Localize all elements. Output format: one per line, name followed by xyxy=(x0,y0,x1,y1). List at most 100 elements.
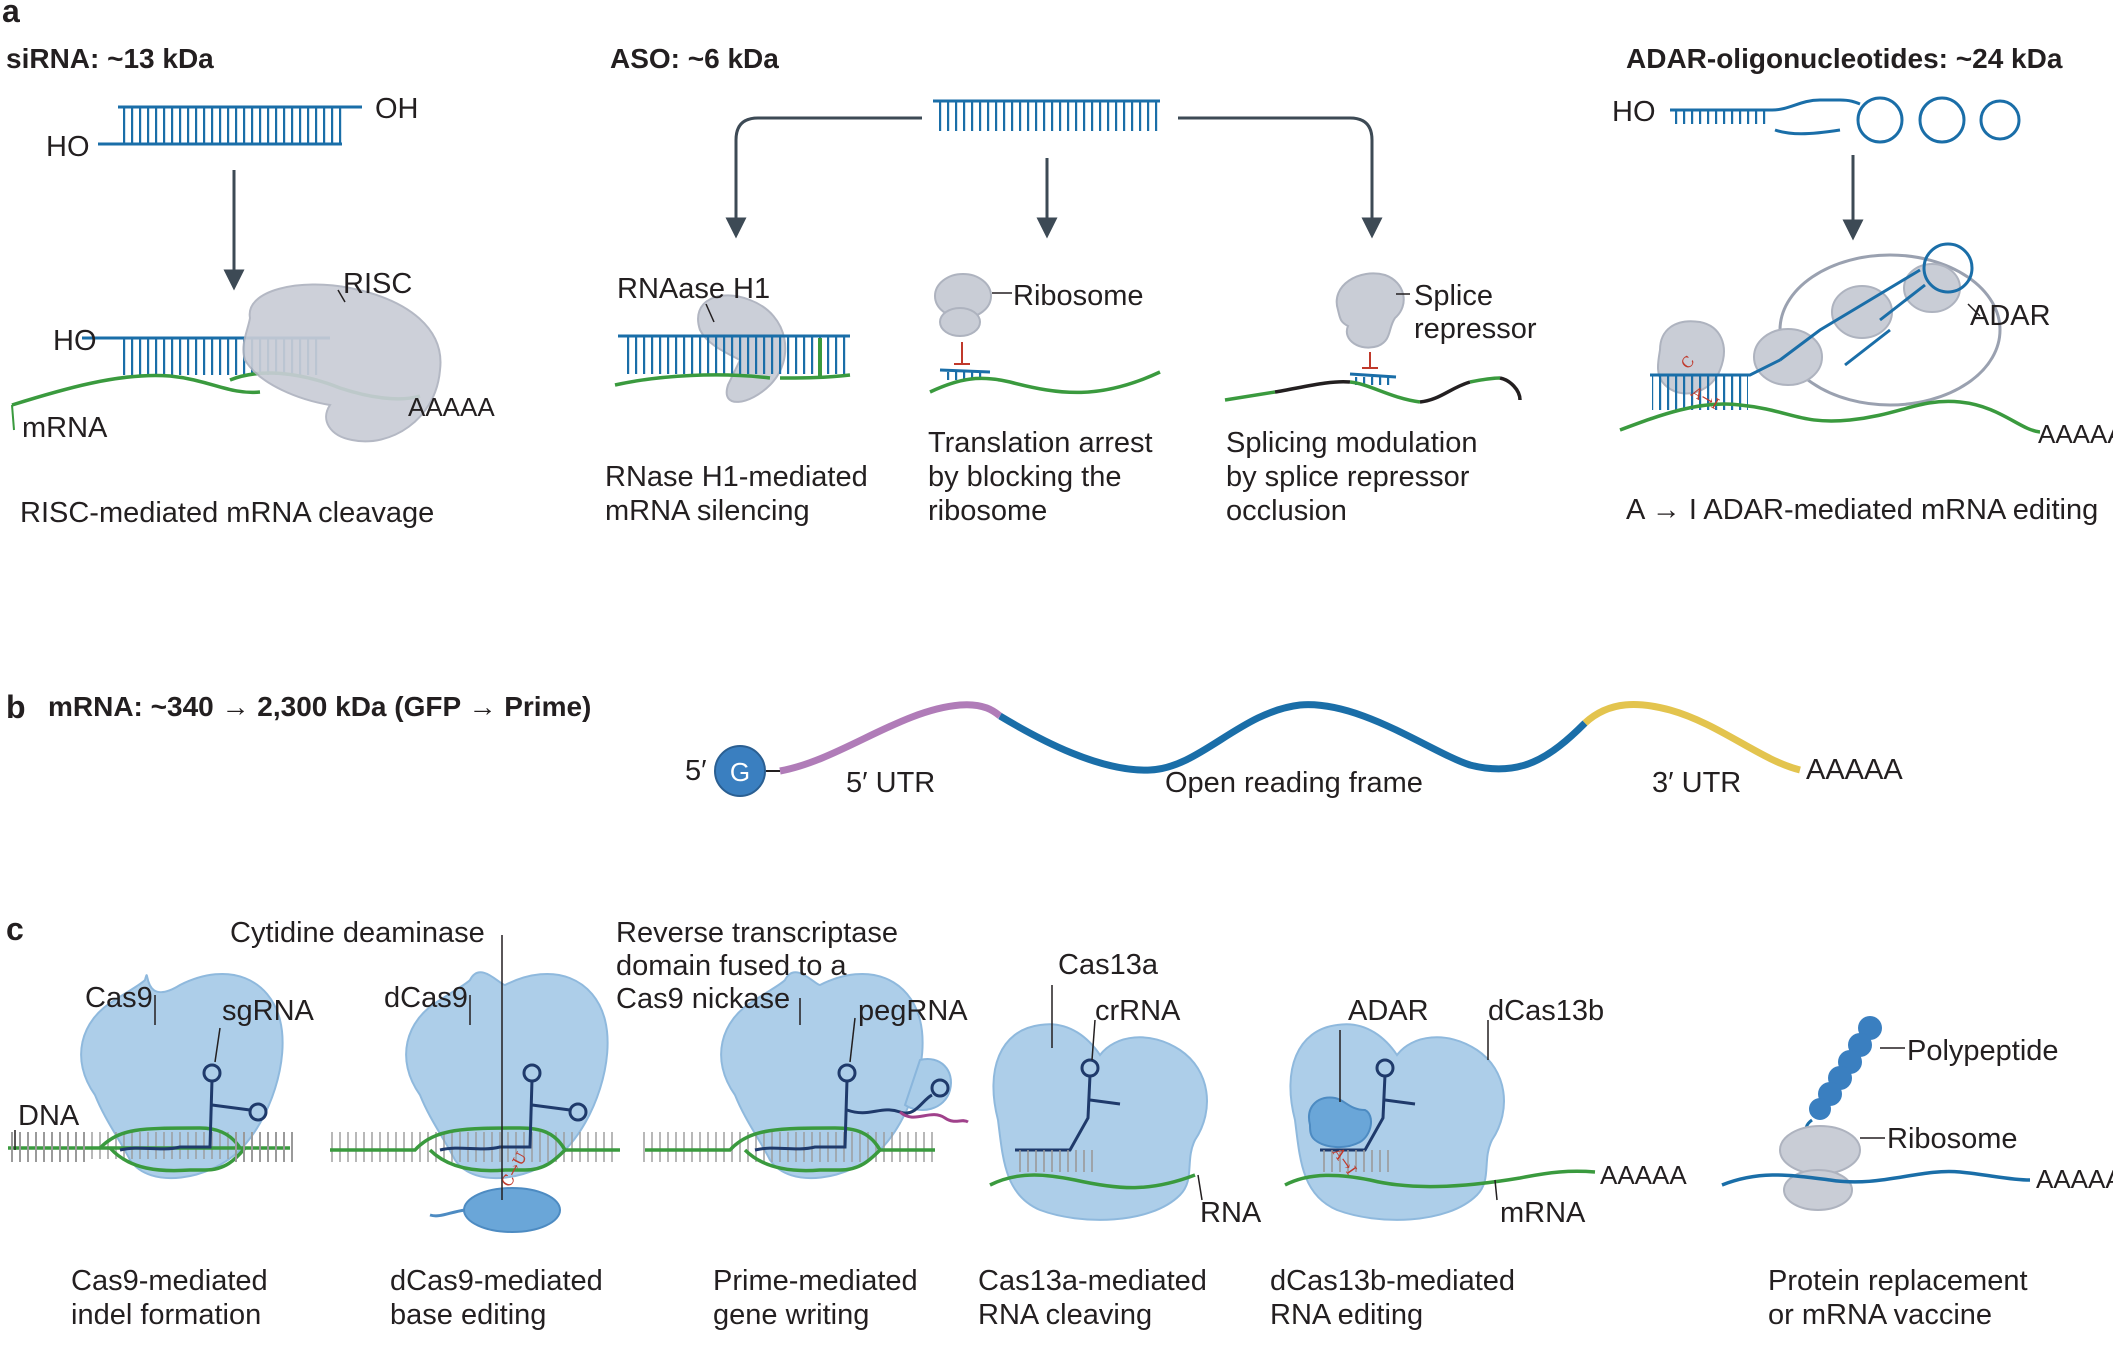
crrna-label: crRNA xyxy=(1095,995,1181,1027)
ribo-caption-3: ribosome xyxy=(928,495,1047,527)
utr3-segment xyxy=(1582,700,1801,774)
sirna-mrna-label: mRNA xyxy=(22,412,108,444)
rnase-caption-2: mRNA silencing xyxy=(605,495,810,527)
mrna-cap-letter: G xyxy=(730,757,750,787)
ribosome-caption-1: Protein replacement xyxy=(1768,1265,2028,1297)
cas13a-caption-2: RNA cleaving xyxy=(978,1299,1152,1331)
dcas9-caption-1: dCas9-mediated xyxy=(390,1265,603,1297)
cas13a-label: Cas13a xyxy=(1058,949,1159,981)
dcas13b-target-label: mRNA xyxy=(1500,1197,1586,1229)
mrna-5prime-label: 5′ xyxy=(685,755,707,787)
prime-caption-1: Prime-mediated xyxy=(713,1265,918,1297)
rnase-mechanism xyxy=(614,294,851,403)
adar-mrna-strand xyxy=(1619,399,2041,434)
cas9-caption-1: Cas9-mediated xyxy=(71,1265,268,1297)
sirna-section: siRNA: ~13 kDa OH HO HO RISC mRNA AAAAA … xyxy=(6,43,495,529)
adar-oligo-structure xyxy=(1670,96,2021,144)
aso-oligo xyxy=(933,99,1160,131)
panel-c-letter: c xyxy=(6,911,24,947)
ribosome-translation-section: Polypeptide Ribosome AAAAA Protein repla… xyxy=(1721,1016,2113,1331)
cas9-caption-2: indel formation xyxy=(71,1299,261,1331)
splice-label-2: repressor xyxy=(1414,313,1537,345)
adar-oligo-section: ADAR-oligonucleotides: ~24 kDa HO C A xyxy=(1612,43,2113,526)
panel-b: b mRNA: ~340 → 2,300 kDa (GFP → Prime) 5… xyxy=(6,689,1903,799)
dcas13b-caption-2: RNA editing xyxy=(1270,1299,1423,1331)
splice-caption-1: Splicing modulation xyxy=(1226,427,1477,459)
deaminase-label: Cytidine deaminase xyxy=(230,917,485,949)
panel-a-letter: a xyxy=(2,0,20,29)
adar-protein-4 xyxy=(1903,263,1961,313)
dcas13b-adar-domain xyxy=(1308,1096,1372,1148)
cas9-section: Cas9 sgRNA DNA Cas9-mediated indel forma… xyxy=(8,973,315,1331)
splice-label-1: Splice xyxy=(1414,280,1493,312)
prime-rt-label-3: Cas9 nickase xyxy=(616,983,790,1015)
cas13a-target-label: RNA xyxy=(1200,1197,1262,1229)
mrna-polya-label: AAAAA xyxy=(1806,754,1903,786)
splice-caption-3: occlusion xyxy=(1226,495,1347,527)
adar-polya-label: AAAAA xyxy=(2038,419,2113,449)
pegrna-label: pegRNA xyxy=(858,995,968,1027)
polypeptide-chain xyxy=(1804,1016,1882,1136)
splice-mechanism xyxy=(1224,272,1522,404)
orf-segment xyxy=(998,701,1588,774)
pegrna-extension xyxy=(899,1110,969,1124)
cas13a-section: Cas13a crRNA RNA Cas13a-mediated RNA cle… xyxy=(978,949,1262,1331)
cas9-sgrna xyxy=(119,1079,214,1152)
mrna-cap xyxy=(714,745,766,797)
dcas9-label: dCas9 xyxy=(384,982,468,1014)
adar-oligo-ho-label: HO xyxy=(1612,96,1656,128)
sirna-caption: RISC-mediated mRNA cleavage xyxy=(20,497,434,529)
dcas13b-label: dCas13b xyxy=(1488,995,1604,1027)
sirna-oh-label: OH xyxy=(375,93,419,125)
dcas9-protein xyxy=(405,971,609,1180)
translated-mrna xyxy=(1721,1169,2031,1187)
cas9-label: Cas9 xyxy=(85,982,153,1014)
dna-label: DNA xyxy=(18,1100,80,1132)
ribosome-label: Ribosome xyxy=(1013,280,1144,312)
sirna-ho-label: HO xyxy=(46,131,90,163)
polypeptide-label: Polypeptide xyxy=(1907,1035,2059,1067)
risc-protein xyxy=(242,283,442,443)
sirna-risc-complex xyxy=(11,283,442,443)
dcas9-caption-2: base editing xyxy=(390,1299,546,1331)
sirna-ho2-label: HO xyxy=(53,325,97,357)
translation-polya-label: AAAAA xyxy=(2036,1164,2113,1194)
prime-caption-2: gene writing xyxy=(713,1299,869,1331)
sirna-duplex xyxy=(98,105,362,146)
adar-caption: A → I ADAR-mediated mRNA editing xyxy=(1626,494,2098,526)
aso-section: ASO: ~6 kDa RNAase H1 RNase H1-mediated … xyxy=(605,43,1537,527)
dcas13b-polya-label: AAAAA xyxy=(1600,1160,1687,1190)
sgrna-label: sgRNA xyxy=(222,995,315,1027)
aso-arrow-left xyxy=(725,116,922,239)
translation-ribosome-label: Ribosome xyxy=(1887,1123,2018,1155)
ribosome-large-subunit xyxy=(1779,1125,1861,1175)
adar-editing-complex xyxy=(1619,242,2041,434)
aso-arrow-right xyxy=(1178,116,1383,239)
cas13a-protein xyxy=(992,1023,1208,1221)
prime-rt-label-2: domain fused to a xyxy=(616,950,847,982)
panel-b-title: mRNA: ~340 → 2,300 kDa (GFP → Prime) xyxy=(48,691,591,722)
cas13a-caption-1: Cas13a-mediated xyxy=(978,1265,1207,1297)
adar-oligo-title: ADAR-oligonucleotides: ~24 kDa xyxy=(1626,43,2063,74)
dcas9-section: C→U dCas9 Cytidine deaminase dCas9-media… xyxy=(230,917,620,1331)
aso-title: ASO: ~6 kDa xyxy=(610,43,779,74)
adar-label: ADAR xyxy=(1970,300,2051,332)
prime-editor-protein xyxy=(720,971,924,1180)
orf-label: Open reading frame xyxy=(1165,767,1423,799)
dcas13b-section: A→I ADAR dCas13b mRNA AAAAA dCas13b-medi… xyxy=(1270,995,1687,1331)
dcas13b-adar-label: ADAR xyxy=(1348,995,1429,1027)
risc-label: RISC xyxy=(343,268,412,300)
sirna-title: siRNA: ~13 kDa xyxy=(6,43,214,74)
ribo-caption-1: Translation arrest xyxy=(928,427,1153,459)
ribosome-caption-2: or mRNA vaccine xyxy=(1768,1299,1992,1331)
utr3-label: 3′ UTR xyxy=(1652,767,1741,799)
prime-section: Reverse transcriptase domain fused to a … xyxy=(616,917,969,1331)
sirna-mrna-strand xyxy=(11,373,261,407)
splice-repressor-protein xyxy=(1335,272,1405,349)
ribosome-block-mechanism xyxy=(929,273,1161,395)
rnase-label: RNAase H1 xyxy=(617,273,770,305)
dcas13b-caption-1: dCas13b-mediated xyxy=(1270,1265,1515,1297)
prime-rt-label-1: Reverse transcriptase xyxy=(616,917,898,949)
